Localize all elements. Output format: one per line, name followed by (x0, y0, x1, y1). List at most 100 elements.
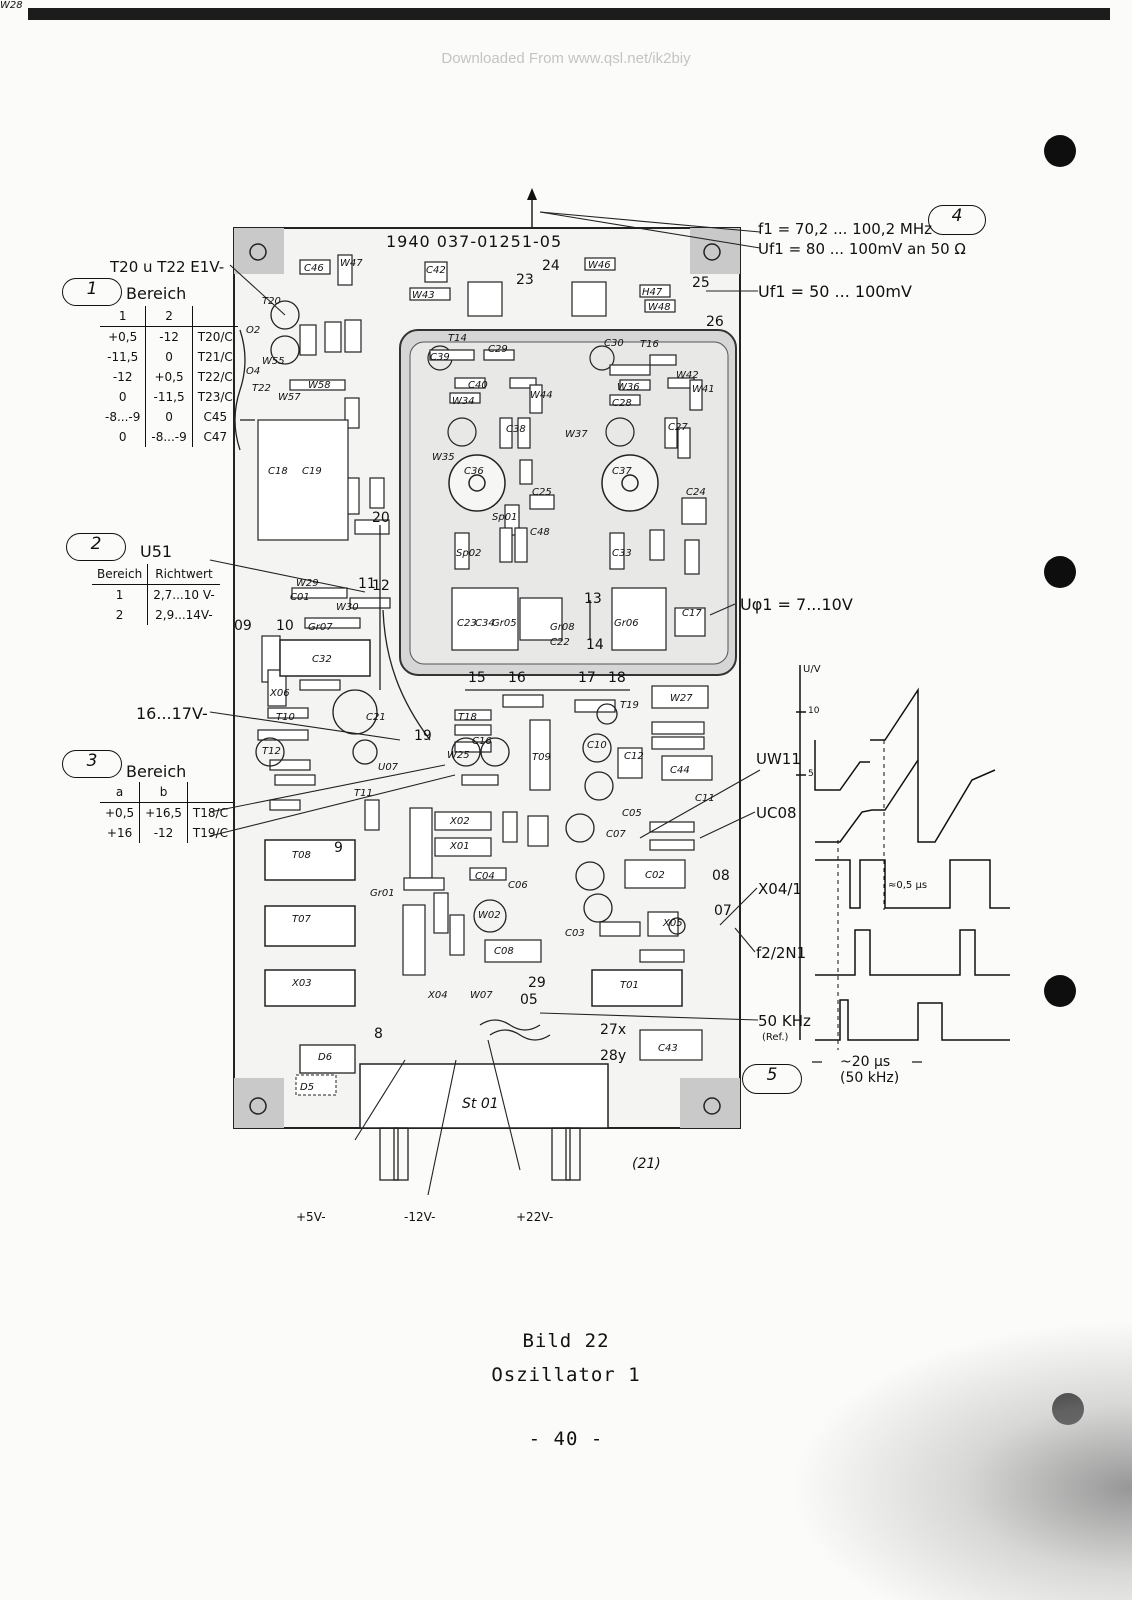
point-21-label: (21) (632, 1156, 661, 1172)
table-cell: T18/C (192, 806, 228, 820)
pcb-component-label: T20 (262, 296, 281, 307)
uf1-top-annotation: Uf1 = 80 ... 100mV an 50 Ω (758, 240, 966, 258)
pcb-component-label: C32 (312, 654, 332, 665)
f22n1-label: f2/2N1 (756, 944, 807, 962)
pcb-component-label: X01 (450, 841, 470, 852)
pcb-component-label: C40 (468, 380, 488, 391)
pcb-component-label: W36 (617, 382, 640, 393)
pcb-test-point-number: 15 (468, 670, 486, 686)
pcb-test-point-number: 18 (608, 670, 626, 686)
pcb-component-label: C48 (530, 527, 550, 538)
pcb-component-label: Sp01 (492, 512, 518, 523)
table-header-cell: a (100, 782, 141, 803)
pcb-component-label: W42 (676, 370, 699, 381)
table-header-cell: Bereich (92, 564, 149, 585)
table-cell: 0 (145, 347, 193, 367)
pcb-component-label: W29 (296, 578, 319, 589)
pcb-test-point-number: 07 (714, 903, 732, 919)
table-header-cell: Richtwert (147, 564, 220, 585)
table-cell: T20/C (197, 330, 233, 344)
pcb-component-label: C18 (268, 466, 288, 477)
table-cell: 2 (92, 605, 149, 625)
pcb-test-point-number: 16 (508, 670, 526, 686)
table2-title: U51 (140, 542, 173, 561)
pcb-component-label: C34 (475, 618, 495, 629)
pcb-component-label: C27 (668, 422, 688, 433)
table-cell: 2,7...10 V- (153, 588, 215, 602)
pcb-component-label: C05 (622, 808, 642, 819)
table-cell: T19/C (192, 826, 228, 840)
pcb-component-label: W27 (670, 693, 693, 704)
pcb-component-label: T11 (354, 788, 373, 799)
pcb-test-point-number: 17 (578, 670, 596, 686)
pcb-test-point-number: 20 (372, 510, 390, 526)
pcb-component-label: U07 (378, 762, 399, 773)
supply-12v-label: -12V- (404, 1210, 436, 1224)
pcb-component-label: W25 (447, 750, 470, 761)
callout-3: 3 (62, 750, 122, 778)
table-cell: T21/C (197, 350, 233, 364)
uw11-label: UW11 (756, 750, 801, 768)
pcb-component-label: T08 (292, 850, 311, 861)
pcb-component-label: C24 (686, 487, 706, 498)
pcb-component-label: C23 (457, 618, 477, 629)
pcb-component-label: D5 (300, 1082, 315, 1093)
pcb-test-point-number: 27x (600, 1022, 627, 1038)
pcb-component-label: C07 (606, 829, 626, 840)
pcb-component-label: X04 (428, 990, 448, 1001)
table-header-cell: 1 (100, 306, 147, 327)
table-cell: 0 (100, 387, 147, 407)
connector-st01 (359, 1063, 609, 1129)
binder-hole-1 (1044, 135, 1076, 167)
pcb-component-label: C43 (658, 1043, 678, 1054)
pcb-test-point-number: 28y (600, 1048, 627, 1064)
page-number: - 40 - (528, 1428, 604, 1450)
pcb-component-label: W55 (262, 356, 285, 367)
pcb-component-label: C39 (430, 352, 450, 363)
pcb-test-point-number: 23 (516, 272, 534, 288)
pcb-component-label: X03 (292, 978, 312, 989)
pcb-test-point-number: 9 (334, 840, 343, 856)
pcb-component-label: C12 (624, 751, 644, 762)
pcb-component-label: O4 (246, 366, 261, 377)
pcb-test-point-number: 13 (584, 591, 602, 607)
khz50-label: 50 KHz (758, 1012, 811, 1030)
pcb-component-label: C08 (494, 946, 514, 957)
pcb-test-point-number: 05 (520, 992, 538, 1008)
callout-1: 1 (62, 278, 122, 306)
table1-top-label: T20 u T22 E1V- (110, 258, 225, 276)
pcb-test-point-number: 14 (586, 637, 604, 653)
figure-caption-number: Bild 22 (522, 1330, 610, 1352)
pcb-component-label: C22 (550, 637, 570, 648)
pcb-component-label: Gr06 (614, 618, 639, 629)
waveform-tick-10: 10 (808, 706, 820, 716)
table-cell: C45 (203, 410, 228, 424)
pcb-component-label: T01 (620, 980, 639, 991)
pcb-component-label: H47 (642, 287, 663, 298)
pcb-component-label: W58 (308, 380, 331, 391)
pcb-test-point-number: 12 (372, 578, 390, 594)
table-cell: -12 (100, 367, 147, 387)
pcb-component-label: C16 (472, 736, 492, 747)
pcb-component-label: T19 (620, 700, 639, 711)
table-cell: 0 (145, 407, 193, 427)
pcb-component-label: D6 (318, 1052, 333, 1063)
pcb-component-label: C38 (506, 424, 526, 435)
pcb-component-label: Gr07 (308, 622, 333, 633)
waveform-diagram (796, 665, 1010, 1041)
pcb-component-label: W35 (432, 452, 455, 463)
pcb-component-label: C37 (612, 466, 632, 477)
uphi1-annotation: Uφ1 = 7...10V (740, 595, 853, 614)
top-border-bar (28, 8, 1110, 20)
pcb-component-label: C03 (565, 928, 585, 939)
waveform-tick-5: 5 (808, 769, 814, 779)
table-cell: +16,5 (139, 802, 188, 823)
table-cell: -12 (145, 326, 193, 347)
table-header-cell: b (139, 782, 188, 803)
